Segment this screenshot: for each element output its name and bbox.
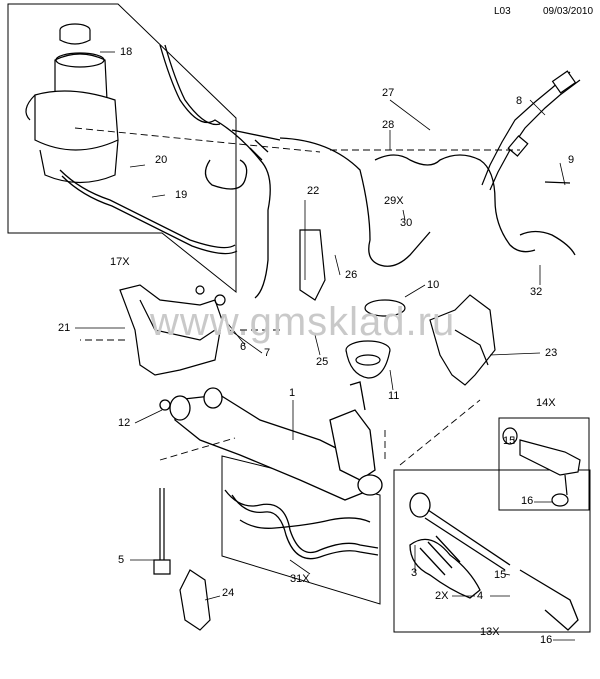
frame-13x [394,470,590,632]
callout-6: 6 [240,341,247,353]
bolt-5 [154,488,170,574]
bracket-21 [120,285,225,375]
callout-8: 8 [516,95,523,107]
callout-23: 23 [545,347,558,359]
callout-32: 32 [530,286,543,298]
callout-4: 4 [477,590,484,602]
callout-1: 1 [289,387,296,399]
steering-column [482,71,580,190]
hoses-top [60,45,575,298]
tie-rod-end [503,428,580,506]
callout-19: 19 [175,189,188,201]
callout-13x: 13X [480,626,500,638]
tie-rod-assy [410,493,578,630]
frame-17x [8,4,236,292]
callout-15-lower: 15 [494,569,507,581]
bracket-22 [300,230,325,300]
header-code: L03 [494,6,511,17]
callout-5: 5 [118,554,125,566]
callout-15-upper: 15 [503,435,516,447]
reservoir [26,24,118,183]
header-date: 09/03/2010 [543,6,594,17]
callout-25: 25 [316,356,329,368]
callout-20: 20 [155,154,168,166]
callout-16-lower: 16 [540,634,553,646]
pipes-31x [225,490,378,559]
reference-lines [75,128,520,465]
bracket-23 [430,295,495,385]
callout-27: 27 [382,87,395,99]
frame-14x [499,418,589,510]
callout-3: 3 [411,567,418,579]
callout-10: 10 [427,279,440,291]
callout-9: 9 [568,154,575,166]
callout-2x: 2X [435,590,449,602]
callout-17x: 17X [110,256,130,268]
callout-31x: 31X [290,573,310,585]
watermark: www.gmsklad.ru [150,300,456,344]
callout-16-upper: 16 [521,495,534,507]
callout-30: 30 [400,217,413,229]
dust-seal [346,300,405,378]
callout-11: 11 [388,390,400,402]
callout-28: 28 [382,119,395,131]
callout-12: 12 [118,417,131,429]
callout-21: 21 [58,322,71,334]
bracket-24 [180,570,210,630]
leader-lines [75,52,575,640]
callout-7: 7 [264,347,271,359]
callout-24: 24 [222,587,235,599]
callout-14x: 14X [536,397,556,409]
callout-22: 22 [307,185,320,197]
callout-29x: 29X [384,195,404,207]
callout-18: 18 [120,46,133,58]
steering-gear [160,382,382,500]
callout-26: 26 [345,269,358,281]
